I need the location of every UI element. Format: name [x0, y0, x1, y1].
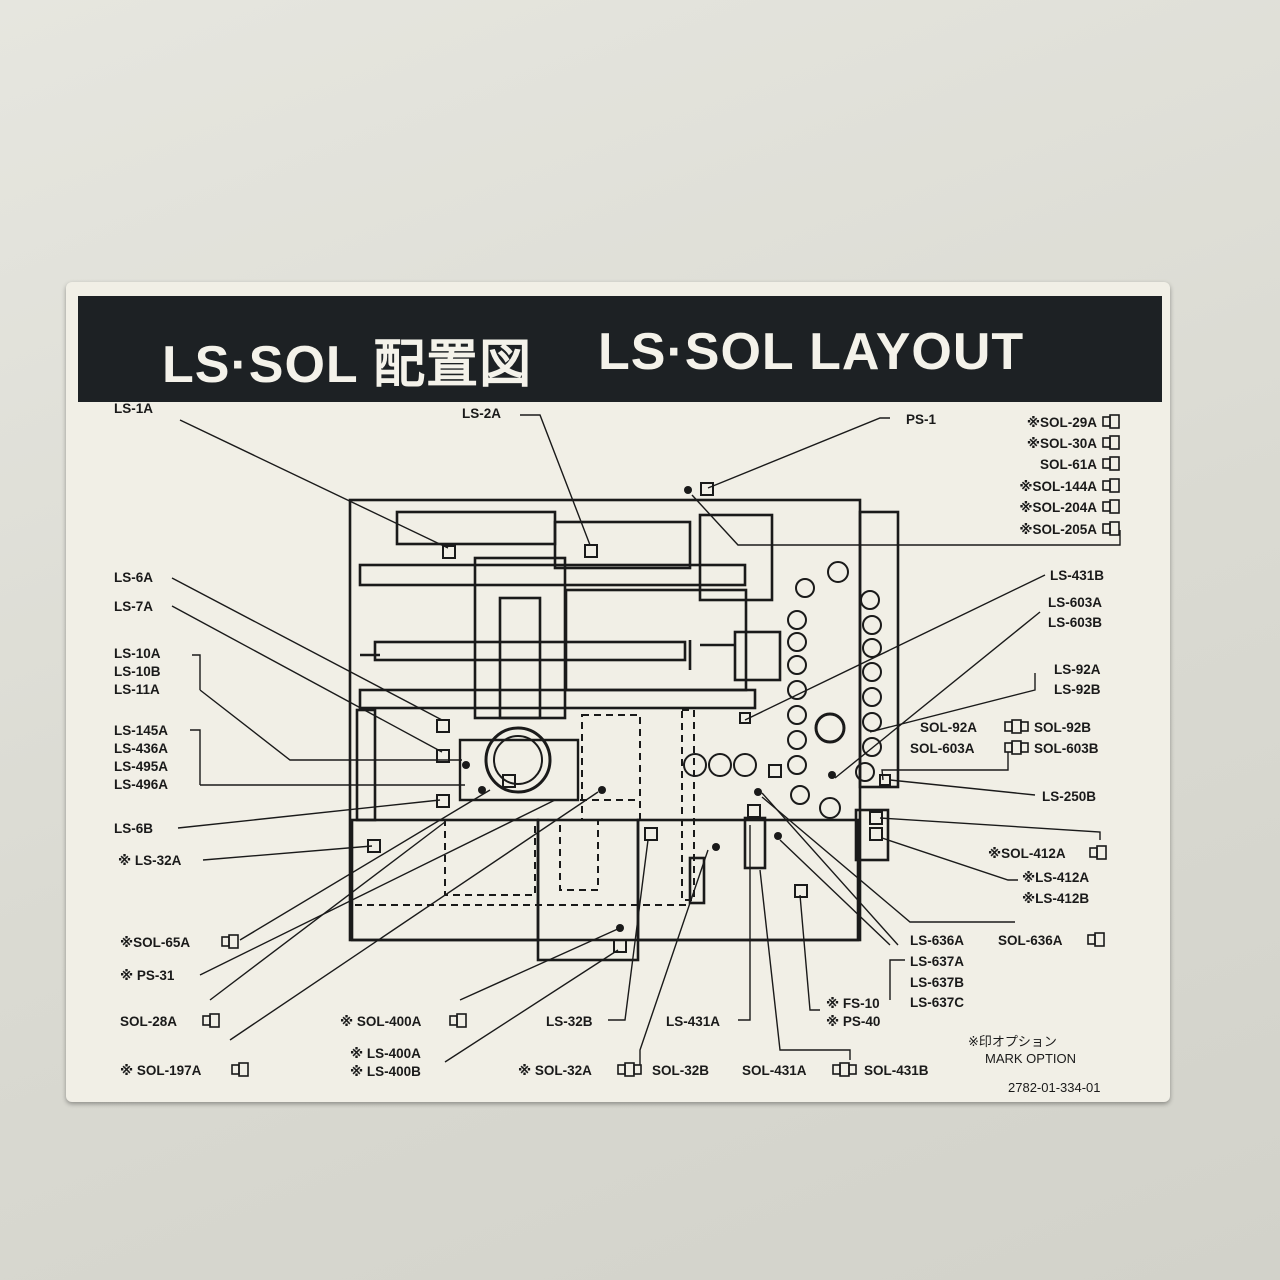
label-ls-2a: LS-2A — [462, 406, 501, 421]
label-sol-204a: ※SOL-204A — [1019, 500, 1097, 515]
double-solenoid-icon — [832, 1062, 857, 1077]
label-ls-636a: LS-636A — [910, 933, 964, 948]
dashed-outlines — [351, 709, 695, 910]
label-ls-431b: LS-431B — [1050, 568, 1104, 583]
label-sol-32b: SOL-32B — [652, 1063, 709, 1078]
label-sol-61a: SOL-61A — [1040, 457, 1097, 472]
double-solenoid-icon — [617, 1062, 642, 1077]
label-ls-496a: LS-496A — [114, 777, 168, 792]
label-sol-92b: SOL-92B — [1034, 720, 1091, 735]
title-en: LS·SOL LAYOUT — [598, 323, 1025, 381]
label-ls-637a: LS-637A — [910, 954, 964, 969]
label-sol-400a: ※ SOL-400A — [340, 1014, 422, 1029]
solenoid-icon — [1102, 478, 1120, 493]
machine-drawing — [348, 498, 900, 962]
solenoid-icon — [1102, 521, 1120, 536]
label-sol-412a: ※SOL-412A — [988, 846, 1066, 861]
label-sol-29a: ※SOL-29A — [1027, 415, 1097, 430]
solenoid-icon — [1102, 456, 1120, 471]
label-ps-40: ※ PS-40 — [826, 1014, 880, 1029]
solenoid-icon — [1102, 435, 1120, 450]
label-ls-7a: LS-7A — [114, 599, 153, 614]
label-ls-400b: ※ LS-400B — [350, 1064, 421, 1079]
solenoid-icon — [221, 934, 239, 949]
label-ls-637b: LS-637B — [910, 975, 964, 990]
component-labels: LS-1A LS-2A PS-1 ※SOL-29A ※SOL-30A SOL-6… — [114, 401, 1120, 1095]
solenoid-icon — [231, 1062, 249, 1077]
label-ls-1a: LS-1A — [114, 401, 153, 416]
label-sol-92a: SOL-92A — [920, 720, 977, 735]
label-ls-603a: LS-603A — [1048, 595, 1102, 610]
solenoid-icon — [1087, 932, 1105, 947]
title-jp: LS·SOL 配置図 — [162, 336, 533, 394]
label-ls-11a: LS-11A — [114, 682, 160, 697]
label-sol-65a: ※SOL-65A — [120, 935, 190, 950]
label-ls-10a: LS-10A — [114, 646, 161, 661]
solenoid-icon — [1102, 414, 1120, 429]
label-ls-92b: LS-92B — [1054, 682, 1101, 697]
label-sol-32a: ※ SOL-32A — [518, 1063, 592, 1078]
solenoid-icon — [449, 1013, 467, 1028]
label-ls-32a: ※ LS-32A — [118, 853, 182, 868]
switch-markers — [367, 482, 891, 953]
label-sol-28a: SOL-28A — [120, 1014, 177, 1029]
legend-en: MARK OPTION — [985, 1051, 1076, 1066]
label-ps-1: PS-1 — [906, 412, 937, 427]
label-ls-400a: ※ LS-400A — [350, 1046, 421, 1061]
label-ls-637c: LS-637C — [910, 995, 964, 1010]
label-ls-10b: LS-10B — [114, 664, 161, 679]
label-ls-145a: LS-145A — [114, 723, 168, 738]
label-ls-431a: LS-431A — [666, 1014, 720, 1029]
label-sol-603a: SOL-603A — [910, 741, 975, 756]
label-ls-603b: LS-603B — [1048, 615, 1102, 630]
label-ls-6a: LS-6A — [114, 570, 153, 585]
label-sol-636a: SOL-636A — [998, 933, 1063, 948]
label-sol-197a: ※ SOL-197A — [120, 1063, 202, 1078]
label-ls-495a: LS-495A — [114, 759, 168, 774]
label-ps-31: ※ PS-31 — [120, 968, 175, 983]
legend-jp: ※印オプション — [968, 1034, 1057, 1049]
label-sol-205a: ※SOL-205A — [1019, 522, 1097, 537]
double-solenoid-icon — [1004, 719, 1029, 734]
label-sol-431b: SOL-431B — [864, 1063, 929, 1078]
part-number: 2782-01-334-01 — [1008, 1080, 1101, 1095]
turret-cylinders — [683, 561, 882, 819]
solenoid-icon — [1089, 845, 1107, 860]
title-banner: LS·SOL 配置図 LS·SOL LAYOUT — [78, 296, 1162, 402]
label-plate — [66, 282, 1170, 1102]
solenoid-icon — [202, 1013, 220, 1028]
label-ls-32b: LS-32B — [546, 1014, 593, 1029]
label-sol-431a: SOL-431A — [742, 1063, 807, 1078]
label-ls-250b: LS-250B — [1042, 789, 1096, 804]
label-fs-10: ※ FS-10 — [826, 996, 880, 1011]
double-solenoid-icon — [1004, 740, 1029, 755]
label-sol-144a: ※SOL-144A — [1019, 479, 1097, 494]
label-ls-6b: LS-6B — [114, 821, 153, 836]
leader-lines — [171, 414, 1121, 1065]
label-ls-92a: LS-92A — [1054, 662, 1101, 677]
label-ls-412a: ※LS-412A — [1022, 870, 1089, 885]
label-ls-412b: ※LS-412B — [1022, 891, 1089, 906]
label-ls-436a: LS-436A — [114, 741, 168, 756]
solenoid-icon — [1102, 499, 1120, 514]
label-sol-603b: SOL-603B — [1034, 741, 1099, 756]
label-sol-30a: ※SOL-30A — [1027, 436, 1097, 451]
